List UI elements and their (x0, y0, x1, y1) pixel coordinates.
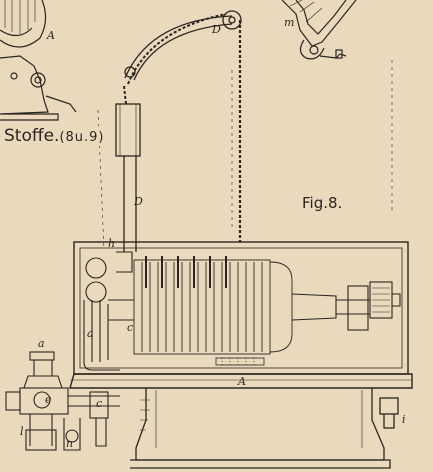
construction-lines (97, 60, 393, 251)
label-c: c (127, 321, 134, 334)
section-caption: Stoffe.(8u.9) (2, 126, 107, 146)
partial-mechanism-top-right (281, 0, 357, 60)
label-D-column: D (134, 195, 143, 208)
label-A-top: A (47, 29, 55, 42)
caption-note: (8u.9) (59, 130, 105, 145)
clamping-spindle (291, 281, 401, 331)
label-n: n (66, 437, 74, 450)
caption-word: Stoffe. (4, 126, 60, 146)
drip-trough (215, 357, 265, 366)
press-frame (69, 241, 413, 389)
partial-machine-top-left (0, 0, 77, 121)
chain (123, 13, 242, 242)
label-m: m (284, 16, 295, 29)
filter-plates (133, 256, 293, 355)
pedestal-base (130, 388, 399, 469)
label-h: h (108, 237, 116, 250)
label-A-base: A (238, 375, 246, 388)
label-a-valve: a (38, 337, 45, 350)
figure-label: Fig.8. (302, 194, 343, 212)
label-i: i (402, 413, 406, 426)
label-D-chain: D (212, 23, 221, 36)
lifting-arm (124, 10, 242, 81)
feed-piping (83, 251, 134, 371)
column-with-counterweight (115, 103, 141, 252)
label-c-valve: c (96, 397, 103, 410)
label-e: e (45, 393, 52, 406)
valve-assembly (5, 351, 120, 451)
label-a-left: a (87, 327, 94, 340)
label-l: l (20, 425, 24, 438)
